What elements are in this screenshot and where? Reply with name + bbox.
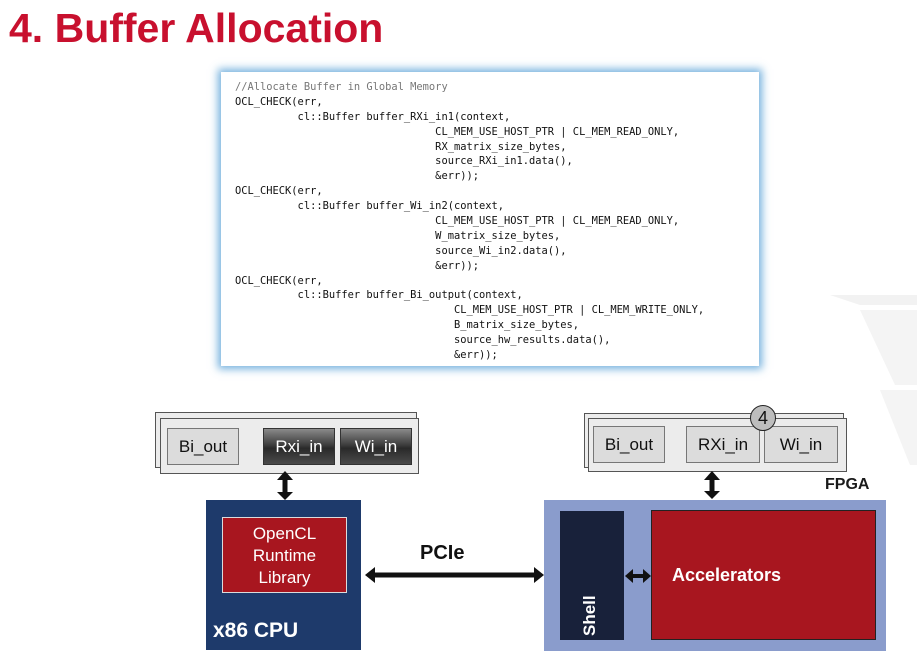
accelerators-block: Accelerators [651, 510, 876, 640]
device-memory-panel: Bi_out RXi_in Wi_in [588, 418, 847, 472]
code-line: cl::Buffer buffer_Wi_in2(context, [235, 200, 504, 213]
code-line: &err)); [235, 259, 479, 272]
code-line: OCL_CHECK(err, [235, 274, 323, 287]
code-line: &err)); [235, 170, 479, 183]
host-memory-panel: Bi_out Rxi_in Wi_in [160, 418, 419, 474]
shell-block [560, 511, 624, 640]
pcie-arrow [365, 567, 544, 583]
code-snippet: //Allocate Buffer in Global Memory OCL_C… [221, 72, 759, 366]
code-line: W_matrix_size_bytes, [235, 229, 561, 242]
code-line: source_hw_results.data(), [235, 334, 611, 347]
device-buffer-bi-out: Bi_out [593, 426, 665, 463]
device-buffer-wi-in: Wi_in [764, 426, 838, 463]
code-line: CL_MEM_USE_HOST_PTR | CL_MEM_WRITE_ONLY, [235, 304, 705, 317]
code-line: cl::Buffer buffer_Bi_output(context, [235, 289, 523, 302]
opencl-runtime-library: OpenCL Runtime Library [222, 517, 347, 593]
step-badge: 4 [750, 405, 776, 431]
host-buffer-wi-in: Wi_in [340, 428, 412, 465]
code-line: OCL_CHECK(err, [235, 95, 323, 108]
cpu-label: x86 CPU [213, 619, 299, 642]
code-line: //Allocate Buffer in Global Memory [235, 81, 448, 93]
device-memory-arrow [704, 471, 720, 499]
code-line: OCL_CHECK(err, [235, 185, 323, 198]
code-line: CL_MEM_USE_HOST_PTR | CL_MEM_READ_ONLY, [235, 125, 680, 138]
host-buffer-rxi-in: Rxi_in [263, 428, 335, 465]
code-line: B_matrix_size_bytes, [235, 319, 580, 332]
shell-accelerator-arrow [625, 569, 651, 583]
pcie-label: PCIe [420, 542, 465, 564]
code-line: CL_MEM_USE_HOST_PTR | CL_MEM_READ_ONLY, [235, 215, 680, 228]
fpga-label: FPGA [825, 476, 870, 493]
code-line: source_RXi_in1.data(), [235, 155, 573, 168]
code-line: source_Wi_in2.data(), [235, 244, 567, 257]
code-line: cl::Buffer buffer_RXi_in1(context, [235, 110, 511, 123]
background-chevrons [830, 295, 917, 465]
device-buffer-rxi-in: RXi_in [686, 426, 760, 463]
library-label-text: OpenCL Runtime Library [252, 524, 317, 587]
host-memory-arrow [277, 471, 293, 500]
host-buffer-bi-out: Bi_out [167, 428, 239, 465]
code-line: RX_matrix_size_bytes, [235, 140, 567, 153]
slide-title: 4. Buffer Allocation [9, 5, 384, 51]
code-line: &err)); [235, 349, 498, 362]
